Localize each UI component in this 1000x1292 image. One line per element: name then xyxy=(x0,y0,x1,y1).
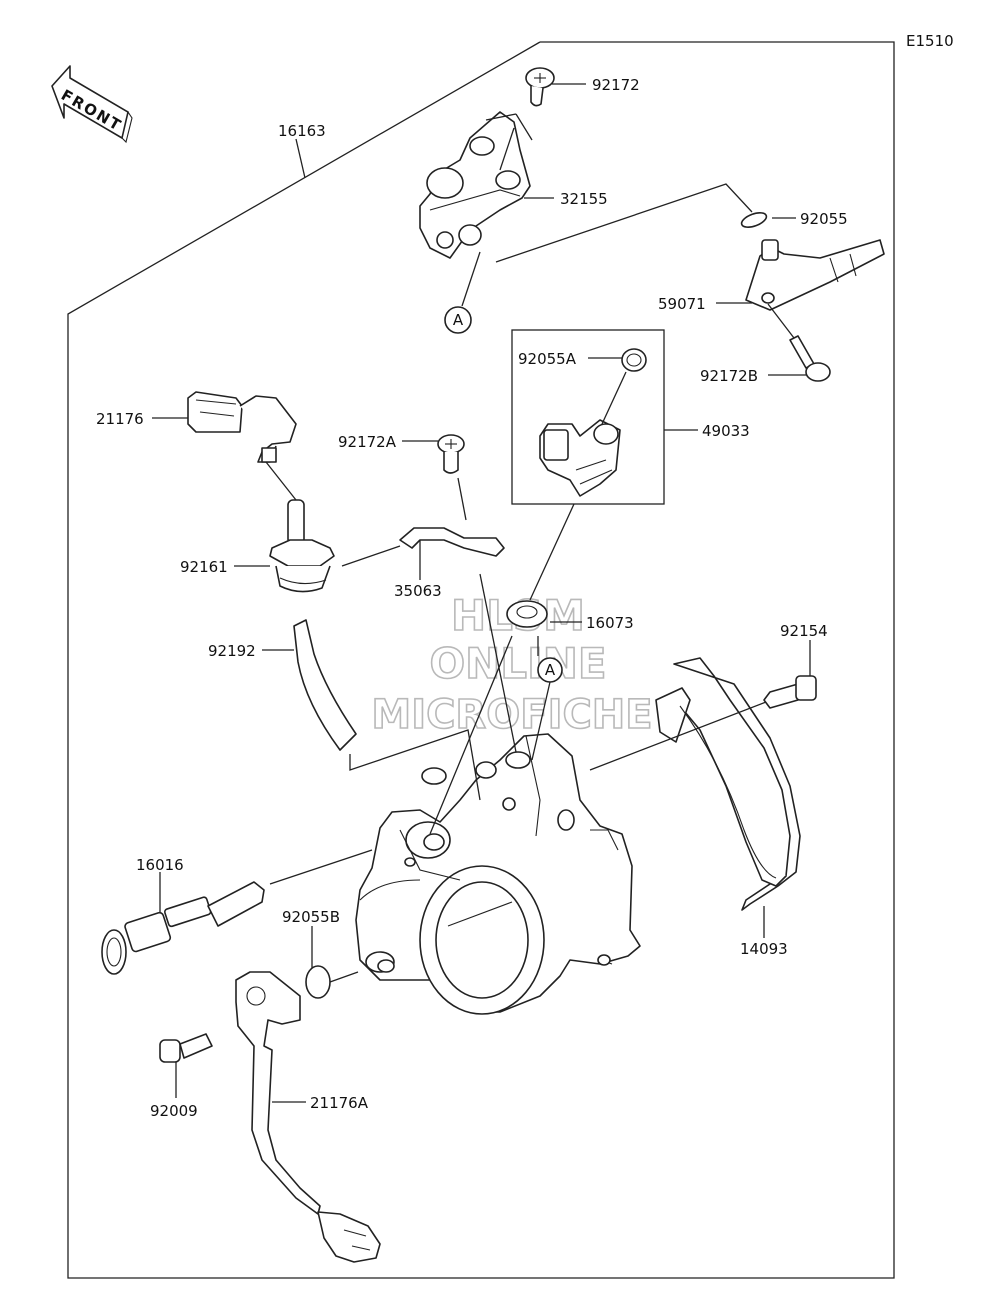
label-21176: 21176 xyxy=(96,410,144,428)
label-16073: 16073 xyxy=(586,614,634,632)
label-92172A: 92172A xyxy=(338,433,397,451)
label-16163: 16163 xyxy=(278,122,326,140)
label-16016: 16016 xyxy=(136,856,184,874)
label-21176A: 21176A xyxy=(310,1094,369,1112)
oring-92055A-icon xyxy=(621,348,647,372)
oring-16073-icon xyxy=(506,600,548,628)
watermark-line-1: HLSM xyxy=(451,591,585,640)
bracket-35063-icon xyxy=(399,527,505,557)
screw-92172-icon xyxy=(525,67,555,107)
harness-21176A-icon xyxy=(235,971,381,1263)
harness-21176-icon xyxy=(187,391,297,463)
label-59071: 59071 xyxy=(658,295,706,313)
kit-box-49033 xyxy=(511,329,665,505)
connector-92161-icon xyxy=(269,499,335,593)
front-arrow-icon: FRONT xyxy=(51,65,133,144)
assembly-frame xyxy=(67,41,895,1279)
svg-text:A: A xyxy=(545,661,556,679)
screw-92172A-icon xyxy=(437,434,465,474)
label-92161: 92161 xyxy=(180,558,228,576)
watermark-line-2: ONLINE xyxy=(429,639,606,688)
label-14093: 14093 xyxy=(740,940,788,958)
callout-a-middle: A xyxy=(537,657,563,683)
label-92009: 92009 xyxy=(150,1102,198,1120)
diagram-code: E1510 xyxy=(906,32,954,50)
bolt-92154-icon xyxy=(763,675,817,709)
oring-92055-icon xyxy=(740,212,768,228)
label-92154: 92154 xyxy=(780,622,828,640)
part-labels: 92172 16163 32155 92055 59071 92172B 920… xyxy=(96,76,848,1120)
callout-a-top: A xyxy=(444,306,472,334)
svg-text:A: A xyxy=(453,311,464,329)
sensor-32155-icon xyxy=(419,111,531,259)
bracket-14093-icon xyxy=(655,657,801,911)
bolt-92009-icon xyxy=(159,1033,213,1063)
label-49033: 49033 xyxy=(702,422,750,440)
oring-92055B-icon xyxy=(305,965,331,999)
leader-lines xyxy=(152,83,811,1103)
label-92055B: 92055B xyxy=(282,908,340,926)
screw-16016-icon xyxy=(101,881,265,975)
sensor-49033-icon xyxy=(539,419,621,497)
label-92192: 92192 xyxy=(208,642,256,660)
label-92172: 92172 xyxy=(592,76,640,94)
sensor-59071-icon xyxy=(745,239,885,311)
label-92172B: 92172B xyxy=(700,367,758,385)
label-32155: 32155 xyxy=(560,190,608,208)
frame-leader-16163 xyxy=(295,138,306,179)
screw-92172B-icon xyxy=(789,335,831,382)
label-35063: 35063 xyxy=(394,582,442,600)
hose-92192-icon xyxy=(293,619,357,751)
label-92055: 92055 xyxy=(800,210,848,228)
label-92055A: 92055A xyxy=(518,350,577,368)
throttle-body-icon xyxy=(355,733,641,1015)
